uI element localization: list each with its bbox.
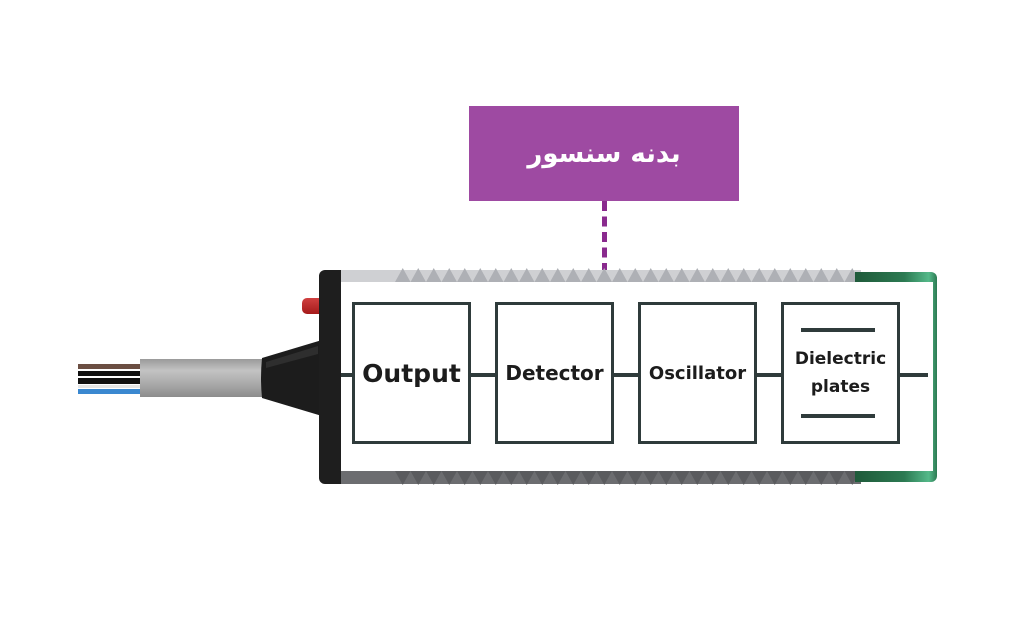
callout-label: بدنه سنسور — [527, 138, 681, 169]
wire-blue — [78, 389, 142, 394]
dielectric-plate-bottom — [801, 414, 875, 418]
dielectric-plates-block: Dielectric plates — [781, 302, 900, 444]
detector-label: Detector — [505, 361, 604, 385]
detector-block: Detector — [495, 302, 614, 444]
thread-bottom — [395, 471, 857, 487]
oscillator-label: Oscillator — [648, 362, 747, 384]
sensor-cable — [140, 359, 266, 397]
wire-white — [78, 385, 142, 388]
wire-black-2 — [78, 378, 142, 384]
dielectric-plate-top — [801, 328, 875, 332]
connector-line — [612, 373, 639, 377]
output-block: Output — [352, 302, 471, 444]
connector-line — [898, 373, 928, 377]
connector-line — [469, 373, 496, 377]
housing-end-cap — [319, 270, 341, 484]
oscillator-block: Oscillator — [638, 302, 757, 444]
thread-top — [395, 266, 857, 282]
callout-leader-line — [602, 201, 607, 273]
dielectric-plates-label: Dielectric plates — [794, 349, 887, 397]
connector-line — [755, 373, 782, 377]
connector-line — [341, 373, 353, 377]
cable-boot — [261, 340, 322, 416]
wire-brown — [78, 364, 142, 369]
output-label: Output — [362, 358, 461, 388]
sensor-body-callout: بدنه سنسور — [469, 106, 739, 201]
indicator-led — [302, 298, 322, 314]
wire-black — [78, 371, 142, 376]
